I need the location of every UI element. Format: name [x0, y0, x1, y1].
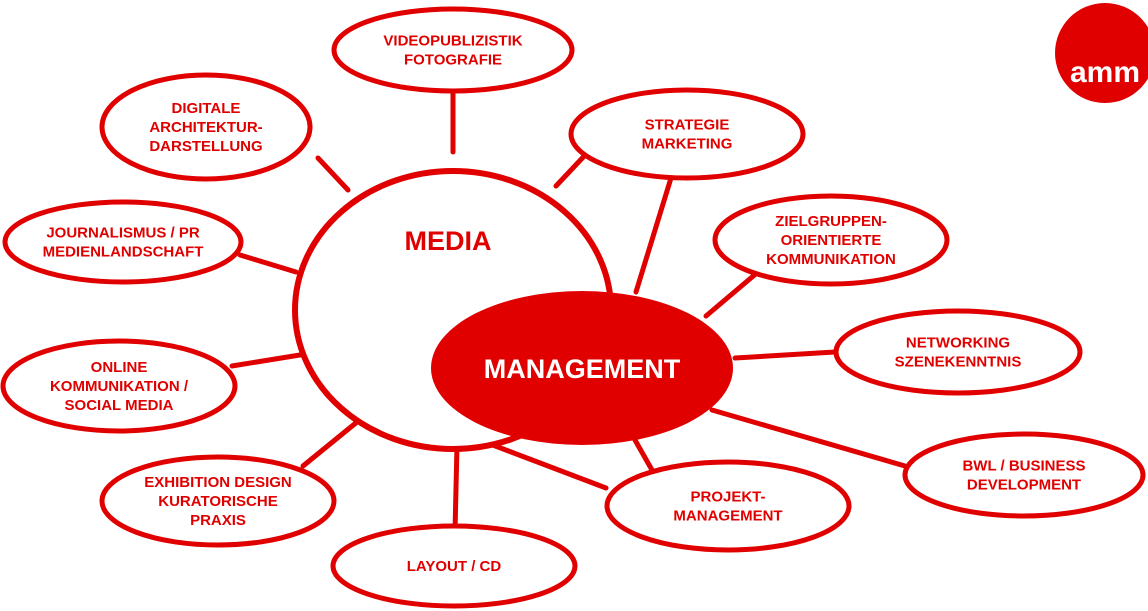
node-exhibition-design: EXHIBITION DESIGN KURATORISCHE PRAXIS — [99, 454, 337, 548]
node-layout-cd-line-0: LAYOUT / CD — [407, 558, 502, 575]
node-journalismus-pr-line-0: JOURNALISMUS / PR — [46, 225, 200, 242]
node-networking-line-1: SZENEKENNTNIS — [895, 354, 1022, 371]
connector-layout-cd — [452, 442, 460, 535]
node-zielgruppen-line-0: ZIELGRUPPEN- — [775, 213, 887, 230]
node-videopublizistik-line-0: VIDEOPUBLIZISTIK — [383, 33, 522, 50]
node-exhibition-design-line-0: EXHIBITION DESIGN — [144, 474, 292, 491]
node-projektmanagement-ellipse — [604, 459, 852, 553]
connector-exhibition-design — [300, 419, 360, 469]
satellite-nodes: VIDEOPUBLIZISTIK FOTOGRAFIE DIGITALE ARCHIT… — [0, 6, 1146, 609]
node-online-kommunikation-line-1: KOMMUNIKATION / — [50, 378, 189, 395]
node-projektmanagement-line-1: MANAGEMENT — [673, 508, 782, 525]
node-online-kommunikation-line-2: SOCIAL MEDIA — [65, 397, 174, 414]
node-strategie-marketing: STRATEGIE MARKETING — [568, 87, 806, 181]
node-zielgruppen-ellipse — [712, 193, 950, 287]
node-projektmanagement: PROJEKT- MANAGEMENT — [604, 459, 852, 553]
amm-logo: amm — [1055, 3, 1148, 103]
node-bwl-business-line-0: BWL / BUSINESS — [962, 458, 1085, 475]
node-online-kommunikation-ellipse — [0, 338, 238, 434]
media-hub-label: MEDIA — [405, 226, 492, 256]
amm-logo-text: amm — [1070, 56, 1140, 89]
node-bwl-business-ellipse — [902, 431, 1146, 519]
node-digitale-architektur-line-0: DIGITALE — [172, 100, 241, 117]
connector-digitale-architektur — [315, 155, 351, 193]
node-online-kommunikation-line-0: ONLINE — [91, 359, 148, 376]
node-strategie-marketing-line-0: STRATEGIE — [645, 117, 730, 134]
connector-strategie-marketing-management — [633, 175, 674, 295]
node-digitale-architektur-ellipse — [99, 72, 313, 182]
node-networking: NETWORKING SZENEKENNTNIS — [833, 308, 1083, 396]
management-hub-label: MANAGEMENT — [484, 354, 681, 384]
connector-zielgruppen — [703, 269, 761, 319]
connector-projektmanagement-a — [487, 441, 609, 491]
node-digitale-architektur: DIGITALE ARCHITEKTUR- DARSTELLUNG — [99, 72, 313, 182]
node-bwl-business-line-1: DEVELOPMENT — [967, 477, 1081, 494]
node-networking-ellipse — [833, 308, 1083, 396]
node-exhibition-design-ellipse — [99, 454, 337, 548]
node-digitale-architektur-line-1: ARCHITEKTUR- — [149, 119, 262, 136]
node-videopublizistik: VIDEOPUBLIZISTIK FOTOGRAFIE — [331, 6, 575, 94]
node-zielgruppen-line-1: ORIENTIERTE — [781, 232, 882, 249]
connector-journalismus-pr — [237, 252, 299, 275]
node-projektmanagement-line-0: PROJEKT- — [690, 489, 765, 506]
node-exhibition-design-line-1: KURATORISCHE — [158, 493, 277, 510]
connector-lines — [229, 89, 908, 535]
node-layout-cd: LAYOUT / CD — [330, 523, 578, 609]
node-zielgruppen: ZIELGRUPPEN- ORIENTIERTE KOMMUNIKATION — [712, 193, 950, 287]
node-bwl-business: BWL / BUSINESS DEVELOPMENT — [902, 431, 1146, 519]
node-strategie-marketing-ellipse — [568, 87, 806, 181]
node-journalismus-pr: JOURNALISMUS / PR MEDIENLANDSCHAFT — [2, 199, 244, 285]
node-journalismus-pr-ellipse — [2, 199, 244, 285]
node-strategie-marketing-line-1: MARKETING — [642, 136, 733, 153]
connector-networking — [732, 349, 838, 361]
node-zielgruppen-line-2: KOMMUNIKATION — [766, 251, 896, 268]
connector-strategie-marketing-media — [553, 149, 591, 189]
connector-online-kommunikation — [229, 351, 309, 369]
node-videopublizistik-ellipse — [331, 6, 575, 94]
node-layout-cd-ellipse — [330, 523, 578, 609]
node-videopublizistik-line-1: FOTOGRAFIE — [404, 52, 502, 69]
node-journalismus-pr-line-1: MEDIENLANDSCHAFT — [43, 244, 204, 261]
connector-projektmanagement-b — [632, 437, 655, 473]
management-hub: MANAGEMENT — [431, 291, 733, 445]
node-digitale-architektur-line-2: DARSTELLUNG — [149, 138, 262, 155]
connector-bwl-business — [709, 407, 908, 469]
node-online-kommunikation: ONLINE KOMMUNIKATION / SOCIAL MEDIA — [0, 338, 238, 434]
node-exhibition-design-line-2: PRAXIS — [190, 512, 246, 529]
node-networking-line-0: NETWORKING — [906, 335, 1010, 352]
